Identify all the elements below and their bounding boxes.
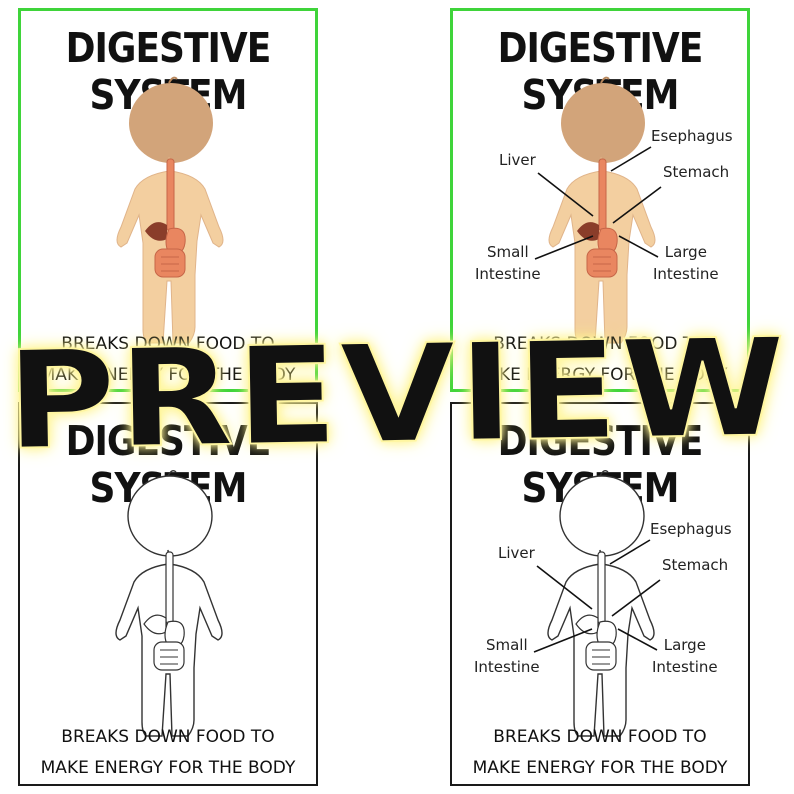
poster-title: DIGESTIVE SYSTEM [497,418,704,512]
body-illustration [533,469,661,737]
caption-line-1: BREAKS DOWN FOOD TO [61,334,275,354]
caption-line-2: MAKE ENERGY FOR THE BODY [472,365,728,385]
label-large-intestine: Large Intestine [653,243,719,283]
poster-caption: BREAKS DOWN FOOD TO MAKE ENERGY FOR THE … [21,329,315,391]
caption-line-2: MAKE ENERGY FOR THE BODY [40,365,296,385]
label-esophagus: Esephagus [651,127,733,145]
caption-line-1: BREAKS DOWN FOOD TO [493,334,707,354]
label-large-intestine: Large Intestine [652,636,718,676]
label-esophagus: Esephagus [650,520,732,538]
label-liver: Liver [498,544,535,562]
poster-card-color: DIGESTIVE SYSTEM BREAKS DOWN FOOD TO MAK… [18,8,318,392]
caption-line-1: BREAKS DOWN FOOD TO [61,727,275,747]
poster-caption: BREAKS DOWN FOOD TO MAKE ENERGY FOR THE … [20,722,316,784]
caption-line-2: MAKE ENERGY FOR THE BODY [472,758,728,778]
body-illustration [534,76,662,344]
poster-card-color-labeled: DIGESTIVE SYSTEM Esephagus Liver Stemach… [450,8,750,392]
caption-line-2: MAKE ENERGY FOR THE BODY [40,758,296,778]
caption-line-1: BREAKS DOWN FOOD TO [493,727,707,747]
poster-title: DIGESTIVE SYSTEM [497,25,704,119]
label-stomach: Stemach [663,163,730,181]
label-small-intestine: Small Intestine [474,636,540,676]
label-liver: Liver [499,151,536,169]
poster-caption: BREAKS DOWN FOOD TO MAKE ENERGY FOR THE … [452,722,748,784]
label-arrows [534,146,662,260]
label-arrows [533,539,661,653]
poster-card-outline-labeled: DIGESTIVE SYSTEM Esephagus Liver Stemach… [450,402,750,786]
poster-card-outline: DIGESTIVE SYSTEM BREAKS DOWN FOOD TO MAK… [18,402,318,786]
label-stomach: Stemach [662,556,729,574]
poster-caption: BREAKS DOWN FOOD TO MAKE ENERGY FOR THE … [453,329,747,391]
label-small-intestine: Small Intestine [475,243,541,283]
